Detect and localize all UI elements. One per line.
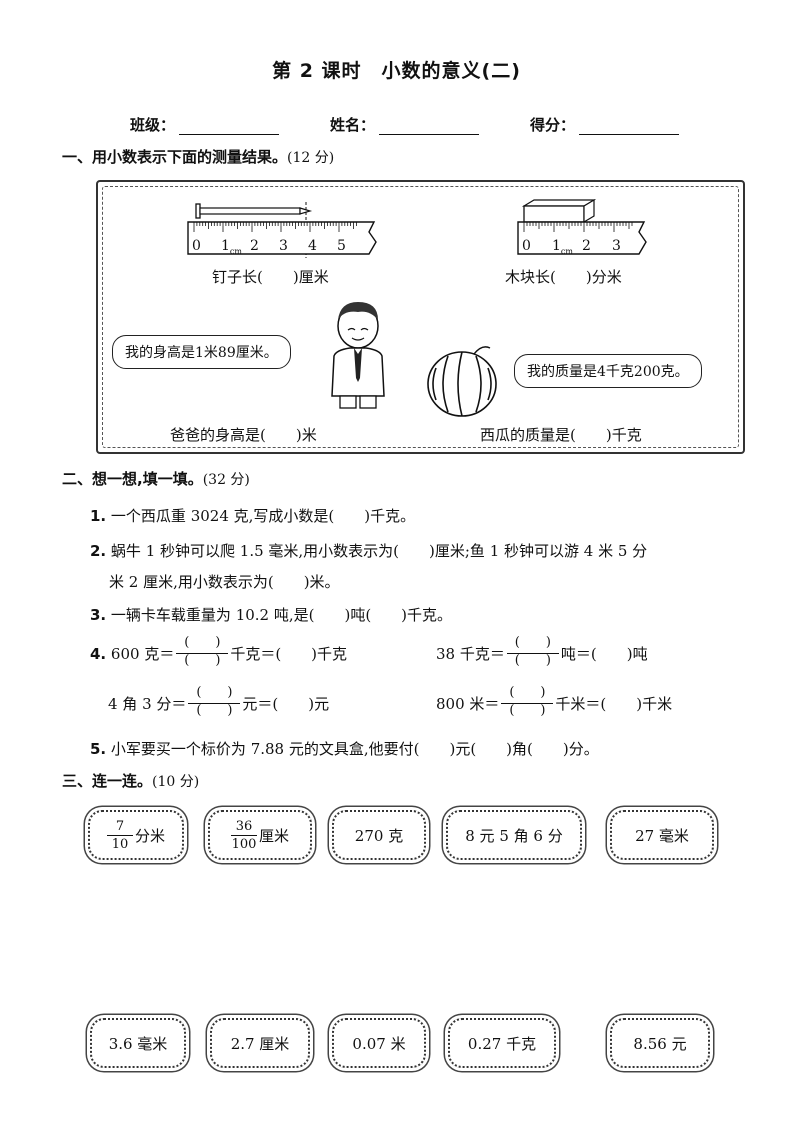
fraction-blank[interactable]: ( )( ) — [188, 686, 241, 721]
ruler-tick-label: 3 — [279, 238, 288, 254]
name-blank[interactable] — [379, 116, 480, 135]
ruler-tick-label: 1cm — [552, 238, 573, 256]
match-card-bottom-2[interactable]: 2.7 厘米 — [210, 1018, 310, 1068]
watermelon-speech-bubble: 我的质量是4千克200克。 — [514, 354, 702, 388]
section-1-title: 一、用小数表示下面的测量结果。 — [62, 148, 288, 166]
ruler-unit-label: cm — [560, 246, 573, 256]
ruler-tick-label: 0 — [522, 238, 531, 254]
father-figure-icon — [331, 302, 385, 409]
ruler-tick-label: 5 — [337, 238, 346, 254]
class-field: 班级： — [130, 114, 280, 135]
father-height-caption: 爸爸的身高是( )米 — [170, 426, 317, 444]
match-card-bottom-1[interactable]: 3.6 毫米 — [90, 1018, 186, 1068]
ruler-tick-label: 0 — [192, 238, 201, 254]
question-4a: 4. 600 克＝ ( )( ) 千克＝( )千克 — [90, 636, 347, 671]
ruler-tick-label: 3 — [612, 238, 621, 254]
name-field: 姓名： — [330, 114, 480, 135]
section-2-title: 二、想一想,填一填。 — [62, 470, 203, 488]
measurement-frame — [96, 180, 745, 454]
watermelon-icon — [427, 346, 497, 417]
measurement-frame-inner — [102, 186, 739, 448]
fraction-blank[interactable]: ( )( ) — [176, 636, 229, 671]
wood-block-icon — [521, 198, 597, 224]
ruler-body — [187, 221, 377, 255]
ruler-tick-label: 4 — [308, 238, 317, 254]
block-ruler-illustration — [517, 198, 647, 255]
section-2-heading: 二、想一想,填一填。(32 分) — [62, 468, 250, 489]
fraction-blank[interactable]: ( )( ) — [506, 636, 559, 671]
father-speech-bubble: 我的身高是1米89厘米。 — [112, 335, 291, 369]
question-2-line-2: 米 2 厘米,用小数表示为( )米。 — [109, 573, 340, 591]
section-3-heading: 三、连一连。(10 分) — [62, 770, 199, 791]
class-label: 班级： — [130, 116, 176, 134]
nail-ruler-illustration — [187, 202, 377, 258]
match-card-bottom-5[interactable]: 8.56 元 — [610, 1018, 710, 1068]
ruler-unit-label: cm — [229, 246, 242, 256]
question-4d: 800 米＝ ( )( ) 千米＝( )千米 — [436, 686, 672, 721]
question-5: 5. 小军要买一个标价为 7.88 元的文具盒,他要付( )元( )角( )分。 — [90, 740, 599, 758]
match-card-bottom-3[interactable]: 0.07 米 — [332, 1018, 426, 1068]
match-card-bottom-4[interactable]: 0.27 千克 — [448, 1018, 556, 1068]
fraction-blank[interactable]: ( )( ) — [501, 686, 554, 721]
page-title: 第 2 课时 小数的意义(二) — [272, 60, 521, 82]
block-length-caption: 木块长( )分米 — [505, 268, 622, 286]
ruler-tick-label: 1cm — [221, 238, 242, 256]
question-1: 1. 一个西瓜重 3024 克,写成小数是( )千克。 — [90, 507, 416, 525]
score-blank[interactable] — [579, 116, 680, 135]
question-4b: 38 千克＝ ( )( ) 吨＝( )吨 — [436, 636, 648, 671]
question-3: 3. 一辆卡车载重量为 10.2 吨,是( )吨( )千克。 — [90, 606, 453, 624]
match-card-top-3[interactable]: 270 克 — [332, 810, 426, 860]
section-3-title: 三、连一连。 — [62, 772, 153, 790]
watermelon-mass-caption: 西瓜的质量是( )千克 — [480, 426, 642, 444]
section-1-heading: 一、用小数表示下面的测量结果。(12 分) — [62, 146, 334, 167]
section-3-points: (10 分) — [152, 774, 200, 790]
question-4c: 4 角 3 分＝ ( )( ) 元＝( )元 — [108, 686, 329, 721]
score-label: 得分： — [530, 116, 576, 134]
nail-length-caption: 钉子长( )厘米 — [212, 268, 329, 286]
question-2-line-1: 2. 蜗牛 1 秒钟可以爬 1.5 毫米,用小数表示为( )厘米;鱼 1 秒钟可… — [90, 542, 648, 560]
match-card-top-4[interactable]: 8 元 5 角 6 分 — [446, 810, 582, 860]
student-info-row: 班级： 姓名： 得分： — [130, 114, 690, 138]
score-field: 得分： — [530, 114, 680, 135]
ruler-tick-label: 2 — [250, 238, 259, 254]
section-2-points: (32 分) — [202, 472, 250, 488]
match-card-top-5[interactable]: 27 毫米 — [610, 810, 714, 860]
section-1-points: (12 分) — [287, 150, 335, 166]
class-blank[interactable] — [179, 116, 280, 135]
ruler-tick-label: 2 — [582, 238, 591, 254]
name-label: 姓名： — [330, 116, 376, 134]
